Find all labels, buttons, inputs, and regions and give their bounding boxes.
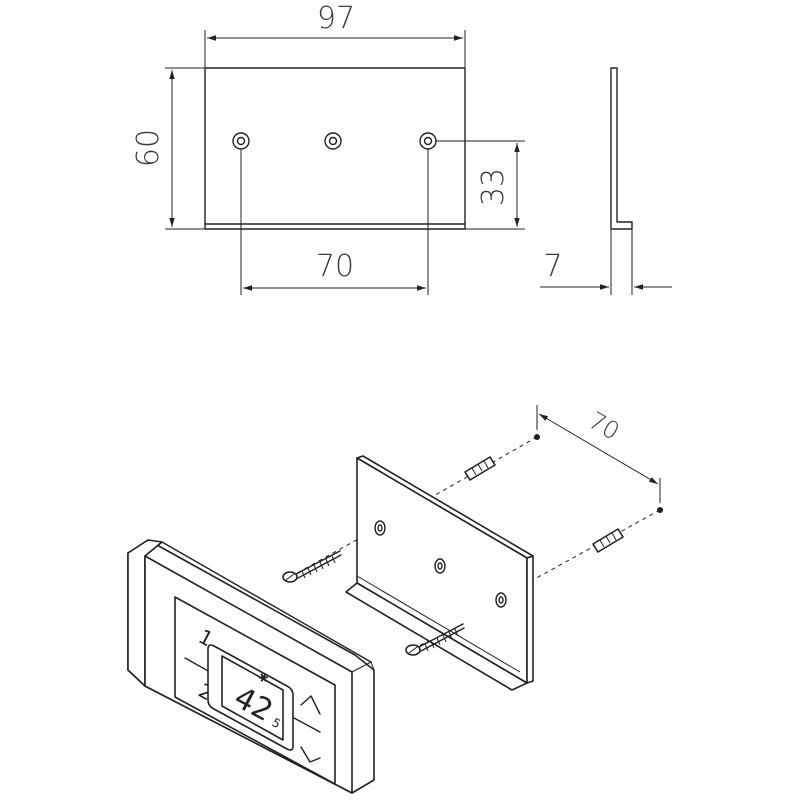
bracket-hole-center — [434, 558, 446, 574]
up-arrow-icon[interactable] — [300, 695, 321, 715]
mounting-bracket-plate — [345, 455, 534, 691]
dim-hole-spacing-label: 70 — [316, 249, 354, 284]
dim-height-label: 60 — [131, 129, 166, 167]
screw-bottom — [405, 623, 465, 656]
exploded-view: 70 — [127, 405, 663, 794]
dim-width-label: 97 — [317, 1, 355, 36]
down-arrow-icon[interactable] — [300, 746, 321, 763]
bracket-hole-right — [495, 592, 507, 608]
bracket-hole-left — [374, 520, 386, 536]
dim-lip-label: 7 — [543, 249, 562, 284]
dim-hole-height-label: 33 — [476, 168, 511, 206]
hole-right — [419, 132, 437, 150]
side-view: 7 — [540, 67, 672, 295]
hole-center — [324, 132, 342, 150]
hole-left — [232, 132, 250, 150]
bracket-side-profile — [610, 67, 633, 230]
wall-plug-top — [464, 456, 496, 481]
thermostat-device: 1 2 ✱ 42 5 — [127, 539, 375, 794]
front-view: 97 60 70 33 — [131, 1, 525, 295]
screw-top — [282, 550, 342, 583]
wall-plug-bottom — [592, 528, 624, 553]
lcd-screen — [221, 655, 284, 741]
dim-exploded-label: 70 — [584, 406, 624, 446]
dim-line-exploded — [538, 413, 659, 485]
